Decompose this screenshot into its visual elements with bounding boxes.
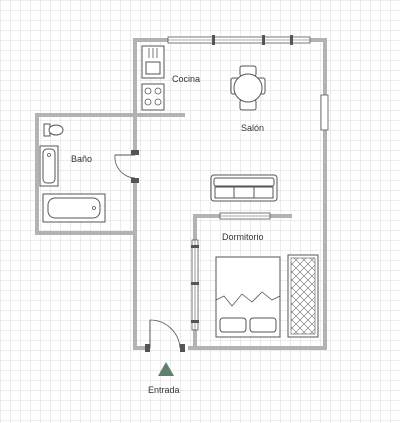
room-label-bathroom: Baño [71, 154, 92, 164]
entrance-arrow-icon [158, 362, 174, 376]
bathtub [42, 193, 106, 223]
room-label-bedroom: Dormitorio [222, 232, 264, 242]
sofa [210, 174, 278, 202]
window-right [320, 94, 329, 131]
dining-table [230, 65, 266, 111]
entrance-door [145, 319, 185, 352]
room-label-living: Salón [241, 123, 264, 133]
kitchen-stove [141, 83, 165, 111]
bathroom-door [114, 150, 139, 183]
bed [215, 256, 281, 338]
kitchen-sink [141, 45, 165, 79]
toilet [43, 123, 64, 137]
room-label-entrance: Entrada [148, 385, 180, 395]
room-label-kitchen: Cocina [172, 74, 200, 84]
windows [167, 35, 329, 331]
shower-tray [39, 145, 59, 187]
wardrobe [287, 254, 319, 338]
